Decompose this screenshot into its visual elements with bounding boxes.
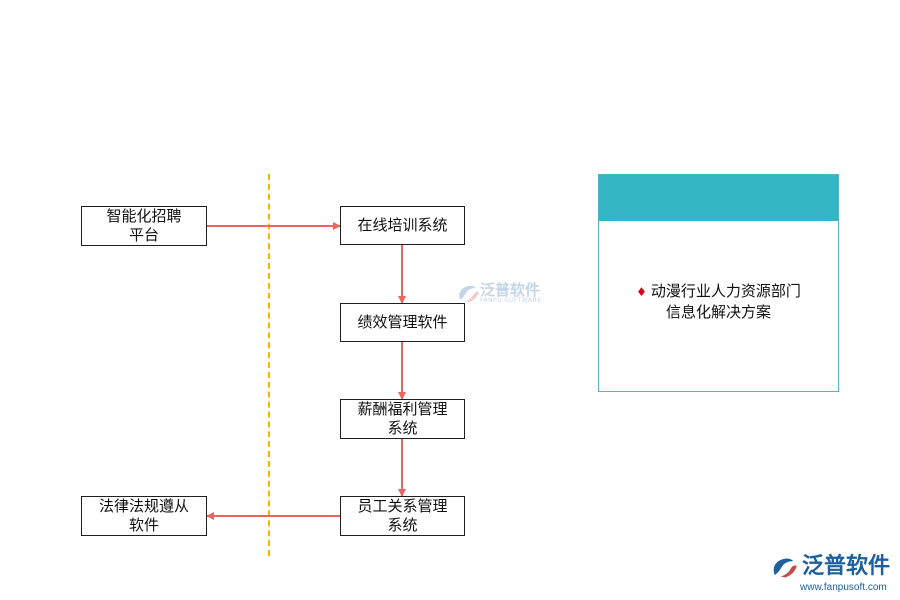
brand-name: 泛普软件 <box>802 554 891 579</box>
node-legal-line2: 软件 <box>128 516 159 534</box>
node-recruitment-line1: 智能化招聘 <box>106 207 182 225</box>
node-salary-system: 薪酬福利管理 系统 <box>340 399 465 439</box>
brand-logo-icon <box>773 558 797 578</box>
solution-title-line2: 信息化解决方案 <box>665 303 771 321</box>
solution-panel: ♦动漫行业人力资源部门 信息化解决方案 <box>598 174 839 392</box>
solution-panel-header <box>599 175 838 221</box>
node-salary-line1: 薪酬福利管理 <box>357 400 448 418</box>
node-employee-relations: 员工关系管理 系统 <box>340 496 465 536</box>
node-recruitment-line2: 平台 <box>128 226 159 244</box>
node-relations-line1: 员工关系管理 <box>357 497 448 515</box>
divider-line <box>268 174 270 556</box>
solution-panel-body: ♦动漫行业人力资源部门 信息化解决方案 <box>599 281 838 322</box>
solution-title-line1: 动漫行业人力资源部门 <box>650 282 801 300</box>
watermark-logo-icon <box>459 285 479 302</box>
brand-url[interactable]: www.fanpusoft.com <box>800 582 887 593</box>
node-salary-line2: 系统 <box>387 419 418 437</box>
node-legal-line1: 法律法规遵从 <box>98 497 189 515</box>
watermark-subtext: FANPU SOFTWARE <box>480 296 542 304</box>
node-online-training: 在线培训系统 <box>340 206 465 245</box>
node-performance-software: 绩效管理软件 <box>340 303 465 342</box>
node-online-training-label: 在线培训系统 <box>357 216 448 234</box>
watermark: 泛普软件 FANPU SOFTWARE <box>456 282 542 304</box>
watermark-text: 泛普软件 <box>480 280 541 299</box>
diamond-bullet-icon: ♦ <box>636 285 647 299</box>
node-recruitment-platform: 智能化招聘 平台 <box>81 206 207 246</box>
node-legal-compliance: 法律法规遵从 软件 <box>81 496 207 536</box>
node-performance-label: 绩效管理软件 <box>357 313 448 331</box>
brand-logo: 泛普软件 <box>770 554 890 580</box>
node-relations-line2: 系统 <box>387 516 418 534</box>
